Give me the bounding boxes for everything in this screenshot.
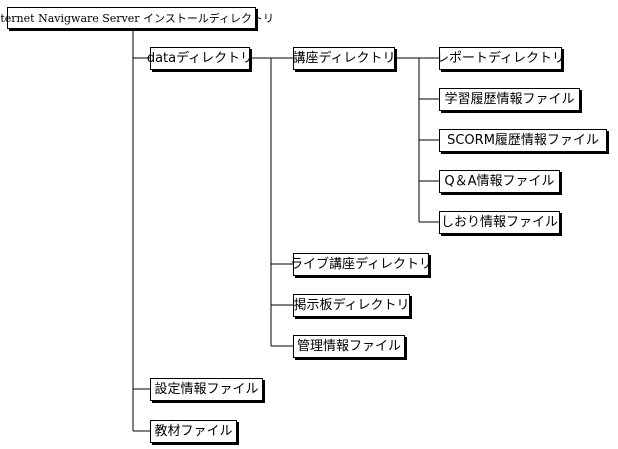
learning-history-file-node: 学習履歴情報ファイル <box>439 88 580 111</box>
scorm-history-file-node: SCORM履歴情報ファイル <box>439 129 607 152</box>
material-file-node: 教材ファイル <box>150 420 237 443</box>
bookmark-file-node: しおり情報ファイル <box>439 211 560 234</box>
qa-file-node: Q＆A情報ファイル <box>439 170 560 193</box>
data-dir-node: dataディレクトリ <box>147 47 253 70</box>
course-dir-node: 講座ディレクトリ <box>292 47 396 70</box>
admin-file-node: 管理情報ファイル <box>293 335 405 358</box>
settings-file-node: 設定情報ファイル <box>150 378 263 401</box>
root-dir-node: Internet Navigware Server インストールディレクトリ <box>0 7 274 29</box>
report-dir-node: レポートディレクトリ <box>436 47 565 70</box>
bulletin-dir-node: 掲示板ディレクトリ <box>293 294 410 317</box>
live-course-dir-node: ライブ講座ディレクトリ <box>290 253 432 276</box>
